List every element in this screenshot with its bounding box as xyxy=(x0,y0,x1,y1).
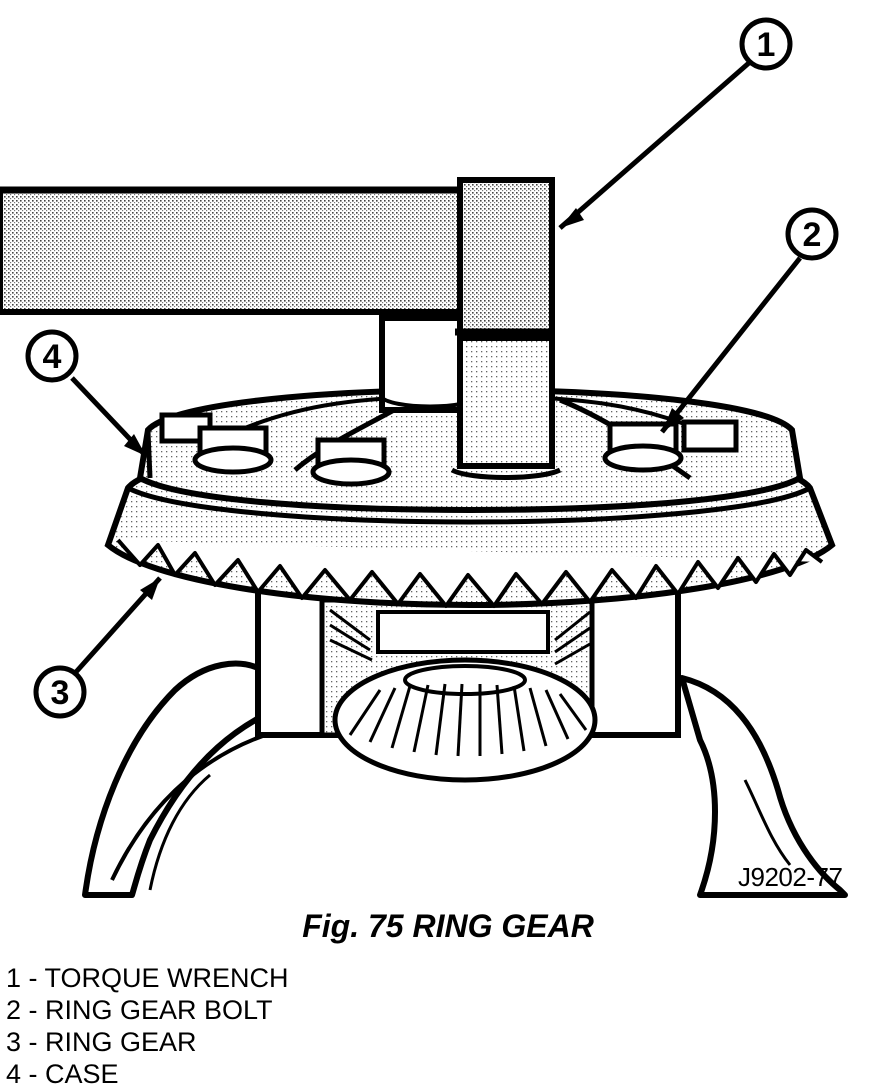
callout-1: 1 xyxy=(558,17,793,230)
legend-item-2: 2 - RING GEAR BOLT xyxy=(6,995,273,1025)
differential-case-lower xyxy=(255,587,681,783)
legend-item-4: 4 - CASE xyxy=(6,1059,119,1089)
callout-number-2: 2 xyxy=(803,216,822,254)
callout-2: 2 xyxy=(660,207,839,434)
legend-item-1: 1 - TORQUE WRENCH xyxy=(6,963,289,993)
callout-4: 4 xyxy=(25,329,148,458)
figure-caption: Fig. 75 RING GEAR xyxy=(302,908,594,944)
callout-number-3: 3 xyxy=(51,674,70,712)
callout-number-1: 1 xyxy=(757,26,776,64)
legend-item-3: 3 - RING GEAR xyxy=(6,1027,197,1057)
ring-gear-bolts xyxy=(159,412,739,487)
figure-id-label: J9202-77 xyxy=(738,862,843,892)
callout-3: 3 xyxy=(33,576,162,719)
torque-wrench xyxy=(0,177,562,480)
parts-legend: 1 - TORQUE WRENCH 2 - RING GEAR BOLT 3 -… xyxy=(6,962,289,1090)
ring-gear-illustration: 1 2 3 4 xyxy=(0,17,848,898)
callout-number-4: 4 xyxy=(43,338,62,376)
